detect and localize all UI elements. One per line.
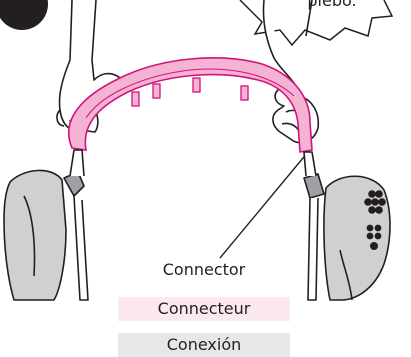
label-connector-fr: Connecteur [118,297,290,321]
connector-pointer-line [220,152,308,258]
left-seat-frame [4,150,88,300]
callout-text: plebo. [292,0,372,10]
label-connector-en: Connector [118,258,290,282]
label-connector-es: Conexión [118,333,290,357]
right-seat-frame [304,152,390,300]
canopy-bar [69,58,312,152]
step-badge [0,0,48,30]
